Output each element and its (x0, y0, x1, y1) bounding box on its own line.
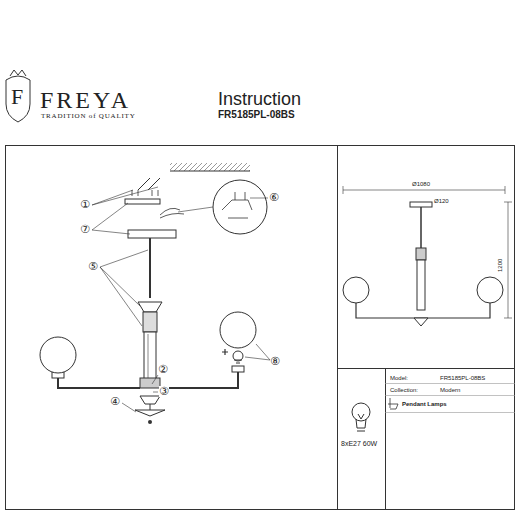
table-cell: FR5185PL-08BS (440, 375, 485, 381)
callout-number: ⑤ (88, 261, 98, 272)
table-cell: Collection: (390, 387, 418, 393)
table-cell: Model: (390, 375, 408, 381)
model-code: FR5185PL-08BS (218, 110, 295, 120)
callout-number: ⑧ (270, 356, 280, 367)
logo-letter: F (11, 86, 23, 108)
brand-name: FREYA (40, 88, 131, 112)
bulb-spec: 8xE27 60W (341, 440, 377, 447)
callout-number: ② (158, 364, 168, 375)
table-cell: Pendant Lamps (402, 401, 447, 407)
callout-number: ④ (110, 396, 120, 407)
dimension: Ø1080 (412, 181, 430, 187)
sheet-title: Instruction (218, 90, 301, 108)
callout-number: ⑦ (80, 224, 90, 235)
brand-slogan: TRADITION of QUALITY (41, 113, 136, 120)
callout-number: ① (80, 199, 90, 210)
dimension: 1200 (497, 259, 503, 272)
callout-number: ③ (159, 386, 169, 397)
table-cell: Modern (440, 387, 460, 393)
dimension: Ø120 (434, 198, 449, 204)
callout-number: ⑥ (269, 192, 279, 203)
